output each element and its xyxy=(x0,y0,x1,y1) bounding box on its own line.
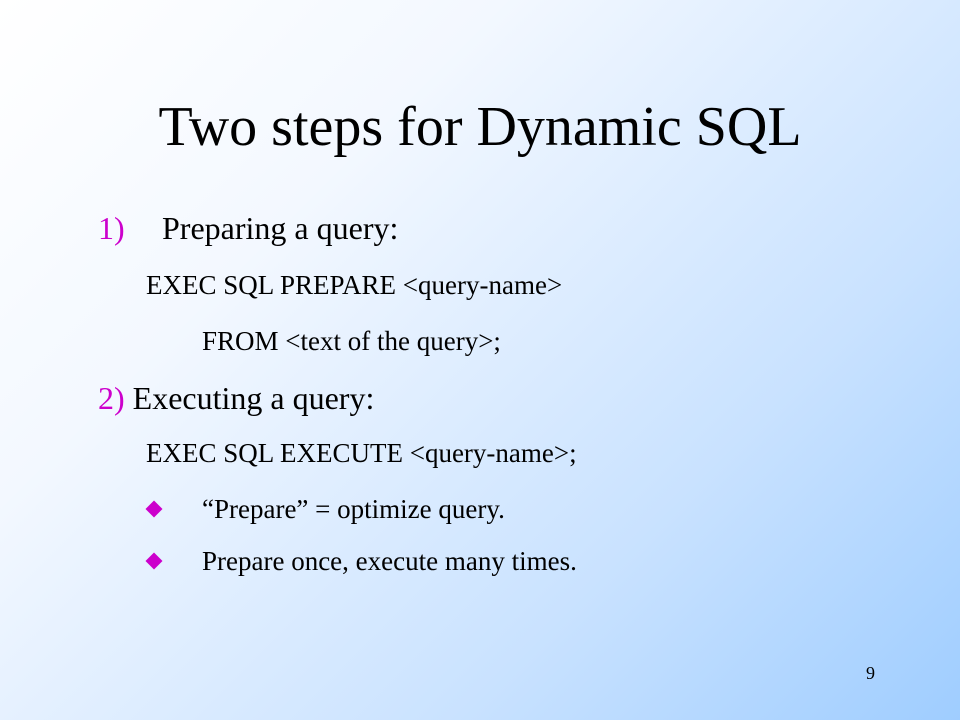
step-1-code-line-1: EXEC SQL PREPARE <query-name> xyxy=(146,270,563,300)
note-2: Prepare once, execute many times. xyxy=(202,546,577,576)
diamond-bullet-icon xyxy=(145,500,163,518)
page-number: 9 xyxy=(866,663,875,683)
step-2-number: 2) xyxy=(98,380,125,416)
step-2-code-line-1: EXEC SQL EXECUTE <query-name>; xyxy=(146,438,577,468)
step-1-number: 1) xyxy=(98,210,125,246)
step-1-heading: Preparing a query: xyxy=(162,210,399,246)
step-2-item: 2) Executing a query: xyxy=(98,378,374,418)
diamond-bullet-icon xyxy=(145,552,163,570)
note-1: “Prepare” = optimize query. xyxy=(202,494,505,524)
step-2-heading: Executing a query: xyxy=(132,380,375,416)
slide-title: Two steps for Dynamic SQL xyxy=(158,96,802,158)
step-1-code-line-2: FROM <text of the query>; xyxy=(202,326,501,356)
